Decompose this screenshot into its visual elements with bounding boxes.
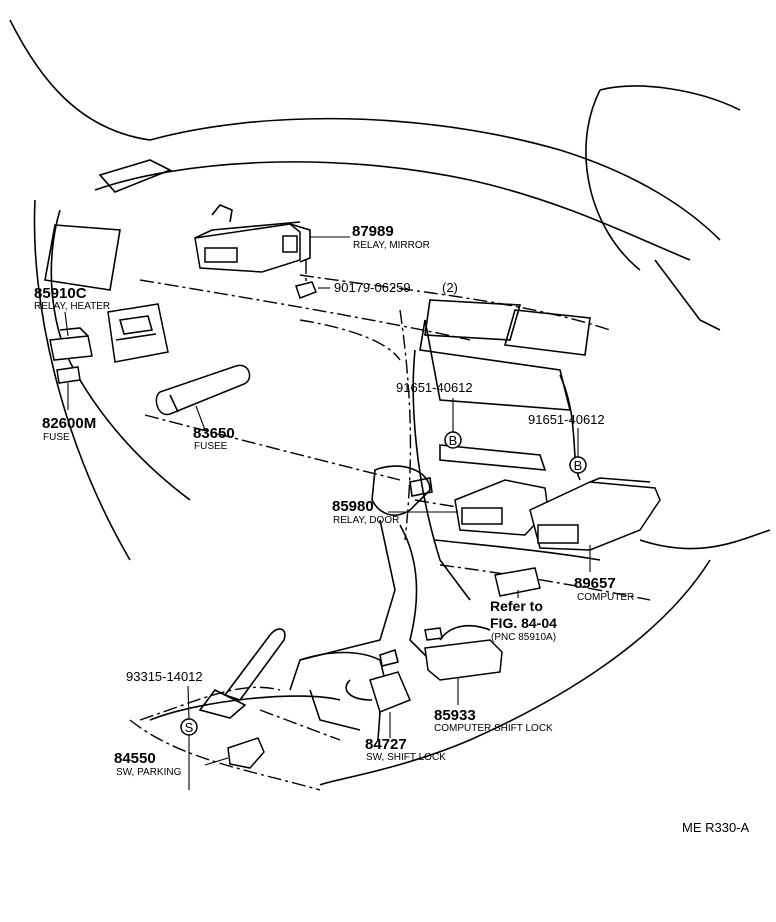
reference-line1: Refer to — [490, 598, 543, 614]
part-number-84550: 84550 — [114, 750, 156, 767]
part-desc-84550: SW, PARKING — [116, 767, 182, 778]
part-number-83650: 83650 — [193, 425, 235, 442]
part-number-93315: 93315-14012 — [126, 669, 203, 684]
callout-83650: 83650 FUSEE — [193, 425, 235, 452]
part-desc-89657: COMPUTER — [577, 592, 634, 603]
relay-mirror-part — [194, 204, 311, 273]
shift-lock-switch-part — [345, 648, 411, 741]
fusee-part — [155, 364, 251, 416]
part-number-90179: 90179-06259 — [334, 280, 411, 295]
parking-lever-part — [198, 628, 286, 719]
callout-85910c: 85910C RELAY, HEATER — [34, 285, 110, 312]
part-number-85980: 85980 — [332, 498, 374, 515]
part-number-85933: 85933 — [434, 707, 476, 724]
part-number-91651-left: 91651-40612 — [396, 380, 473, 395]
part-desc-87989: RELAY, MIRROR — [353, 240, 430, 251]
reference-line2: FIG. 84-04 — [490, 615, 557, 631]
callout-89657: 89657 COMPUTER — [574, 575, 634, 603]
part-number-85910c: 85910C — [34, 285, 87, 302]
callout-82600m: 82600M FUSE — [42, 415, 96, 443]
callout-87989: 87989 RELAY, MIRROR — [352, 223, 430, 251]
part-qty-90179: (2) — [442, 280, 458, 295]
bolt-b-left-letter: B — [449, 433, 458, 448]
callout-84727: 84727 SW, SHIFT LOCK — [365, 736, 446, 763]
reference-pnc: (PNC 85910A) — [491, 632, 556, 643]
heater-block-part — [107, 303, 169, 363]
bolt-b-right-letter: B — [574, 458, 583, 473]
part-desc-83650: FUSEE — [194, 441, 228, 452]
part-desc-85910c: RELAY, HEATER — [34, 301, 110, 312]
part-number-82600m: 82600M — [42, 415, 96, 432]
clip-90179-part — [295, 260, 317, 299]
drawing-code: ME R330-A — [682, 820, 750, 835]
parking-switch-part — [227, 737, 265, 769]
computer-part — [529, 477, 661, 551]
callout-91651-left: 91651-40612 — [396, 380, 473, 395]
leader-lines — [64, 236, 591, 790]
fuse-part — [56, 366, 81, 384]
callout-93315: 93315-14012 — [126, 669, 203, 684]
part-number-87989: 87989 — [352, 223, 394, 240]
callout-84550: 84550 SW, PARKING — [114, 750, 182, 778]
bolt-b-left: B — [444, 431, 462, 449]
part-number-89657: 89657 — [574, 575, 616, 592]
relay-heater-part — [49, 327, 93, 361]
callout-85980: 85980 RELAY, DOOR — [332, 498, 399, 526]
relay-door-part — [409, 477, 549, 536]
callout-90179: 90179-06259 (2) — [334, 280, 458, 295]
part-number-84727: 84727 — [365, 736, 407, 753]
screw-s-marker: S — [180, 718, 198, 736]
part-desc-82600m: FUSE — [43, 432, 70, 443]
part-desc-85933: COMPUTER SHIFT LOCK — [434, 723, 553, 734]
reference-note: Refer to FIG. 84-04 (PNC 85910A) — [490, 598, 557, 643]
bolt-b-right: B — [569, 456, 587, 474]
callout-85933: 85933 COMPUTER SHIFT LOCK — [434, 707, 553, 734]
relay-85910a-part — [494, 567, 541, 597]
dashboard-outline — [9, 19, 771, 791]
part-number-91651-right: 91651-40612 — [528, 412, 605, 427]
part-desc-85980: RELAY, DOOR — [333, 515, 399, 526]
screw-s-letter: S — [185, 720, 194, 735]
part-desc-84727: SW, SHIFT LOCK — [366, 752, 446, 763]
callout-91651-right: 91651-40612 — [528, 412, 605, 427]
computer-shift-lock-part — [424, 624, 503, 681]
